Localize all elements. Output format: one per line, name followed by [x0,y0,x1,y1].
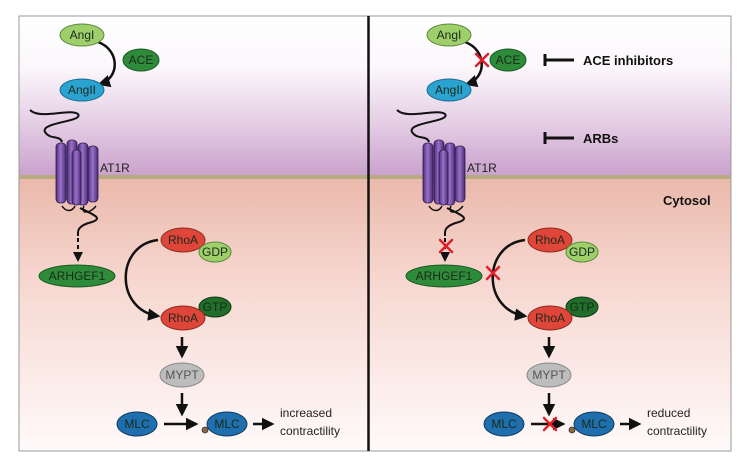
arhgef1-node: ARHGEF1 [405,264,483,288]
block-x-icons [438,52,558,432]
gtp-label: GTP [570,300,595,314]
pathway: AngI ACE AngII AT1R [29,23,275,437]
mlc-label: MLC [124,417,150,431]
angI-node: AngI [426,23,472,47]
outcome-label-2: contractility [647,424,707,438]
rhoa-gdp-node: RhoA GDP [160,227,232,263]
arbs-inhibition: ARBs [543,131,618,146]
inhibition-bar-icon [543,132,574,144]
mypt-node: MYPT [526,362,572,388]
gdp-label: GDP [569,245,595,259]
left-panel-normal: AngI ACE AngII AT1R [29,23,340,438]
at1r-label: AT1R [467,161,497,175]
block-x-icon [474,52,490,68]
mypt-label: MYPT [165,368,199,382]
arhgef1-node: ARHGEF1 [38,264,116,288]
angII-node: AngII [59,78,105,102]
at1r-receptor [29,109,99,237]
ace-node: ACE [489,48,527,72]
cytosol-label: Cytosol [663,193,711,208]
pathway: AngI ACE AngII AT1R [396,23,642,437]
mlc-node: MLC [483,411,525,437]
rhoa-gtp-node: GTP RhoA [527,296,599,331]
rhoa-gdp-node: RhoA GDP [527,227,599,263]
angI-label: AngI [437,28,462,42]
conversion-arrow [464,40,483,88]
rhoa-label: RhoA [168,311,198,325]
phospho-mlc-node: MLC [206,411,248,437]
inhibition-bar-icon [543,54,574,66]
ace-inhibitors-label: ACE inhibitors [583,53,673,68]
angII-node: AngII [426,78,472,102]
rhoa-label: RhoA [535,233,565,247]
gtp-label: GTP [203,300,228,314]
outcome-label-1: reduced [647,406,690,420]
gdp-gtp-exchange-arrow [491,238,528,321]
right-panel-inhibited: AngI ACE AngII AT1R [396,23,711,438]
block-x-icon [438,238,454,254]
block-x-icon [542,416,558,432]
phosphate-icon [201,426,209,434]
conversion-arrow [97,40,116,88]
arbs-label: ARBs [583,131,618,146]
mypt-node: MYPT [159,362,205,388]
angI-label: AngI [70,28,95,42]
diagram-frame [18,15,732,452]
mlc-label: MLC [214,417,240,431]
rhoa-label: RhoA [535,311,565,325]
mypt-label: MYPT [532,368,566,382]
angI-node: AngI [59,23,105,47]
angII-label: AngII [435,83,463,97]
rhoa-label: RhoA [168,233,198,247]
angII-label: AngII [68,83,96,97]
outcome-label-2: contractility [280,424,340,438]
mlc-node: MLC [116,411,158,437]
cell-membrane [19,175,731,179]
block-x-icon [485,265,501,281]
mlc-label: MLC [581,417,607,431]
mlc-label: MLC [491,417,517,431]
ace-label: ACE [129,53,154,67]
outcome-label-1: increased [280,406,332,420]
at1r-label: AT1R [100,161,130,175]
at1r-receptor [396,109,466,237]
arhgef1-label: ARHGEF1 [49,269,106,283]
ace-label: ACE [496,53,521,67]
arhgef1-label: ARHGEF1 [416,269,473,283]
ace-node: ACE [122,48,160,72]
rhoa-gtp-node: GTP RhoA [160,296,232,331]
phosphate-icon [568,426,576,434]
pathway-inhibited: AngI ACE AngII AT1R [396,23,642,437]
ace-inhibitors-inhibition: ACE inhibitors [543,53,673,68]
gdp-gtp-exchange-arrow [124,238,161,321]
phospho-mlc-node: MLC [573,411,615,437]
gdp-label: GDP [202,245,228,259]
